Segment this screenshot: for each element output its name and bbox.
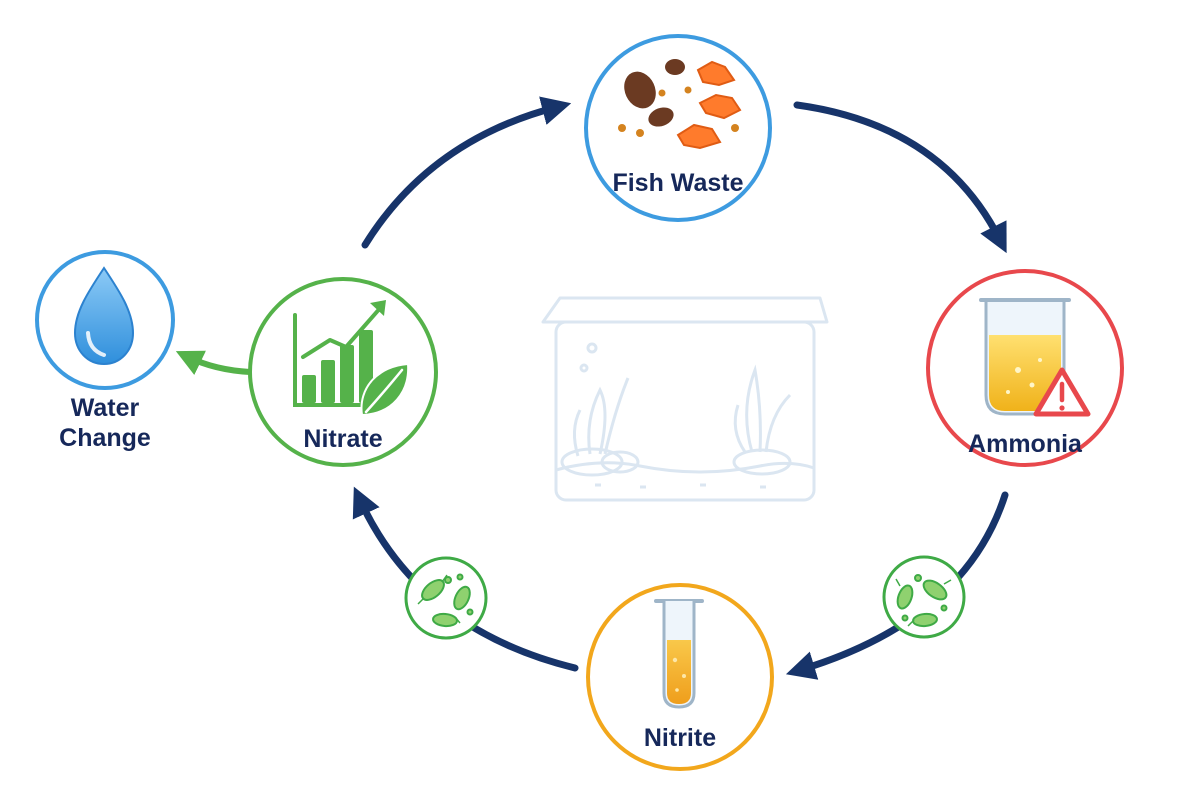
fish-waste-label: Fish Waste <box>612 169 743 197</box>
arrow-fish-waste-to-ammonia <box>793 101 1007 254</box>
aquarium-tank-icon <box>541 296 829 502</box>
water-change-label-line2: Change <box>59 424 151 452</box>
nitrite-label: Nitrite <box>644 724 716 752</box>
nitrate-label: Nitrate <box>303 425 382 453</box>
water-change-label-line1: Water <box>71 394 140 422</box>
bacteria-icon <box>421 573 474 628</box>
node-nitrite: Nitrite <box>586 583 774 771</box>
arrow-nitrate-to-water-change <box>175 350 253 376</box>
growth-chart-leaf-icon <box>293 300 410 417</box>
node-water-change: Water Change <box>35 250 175 452</box>
ammonia-label: Ammonia <box>968 430 1083 458</box>
test-tube-icon <box>654 599 704 709</box>
bacteria-badge-right <box>882 555 966 639</box>
waste-pellets-icon <box>618 59 742 150</box>
node-fish-waste: Fish Waste <box>584 34 772 222</box>
arrow-nitrate-to-fish-waste <box>361 96 572 249</box>
bacteria-icon <box>896 574 948 628</box>
water-drop-icon <box>73 266 135 366</box>
node-nitrate: Nitrate <box>248 277 438 467</box>
node-ammonia: Ammonia <box>926 269 1124 467</box>
bacteria-badge-left <box>404 556 488 640</box>
beaker-warning-icon <box>979 298 1091 417</box>
